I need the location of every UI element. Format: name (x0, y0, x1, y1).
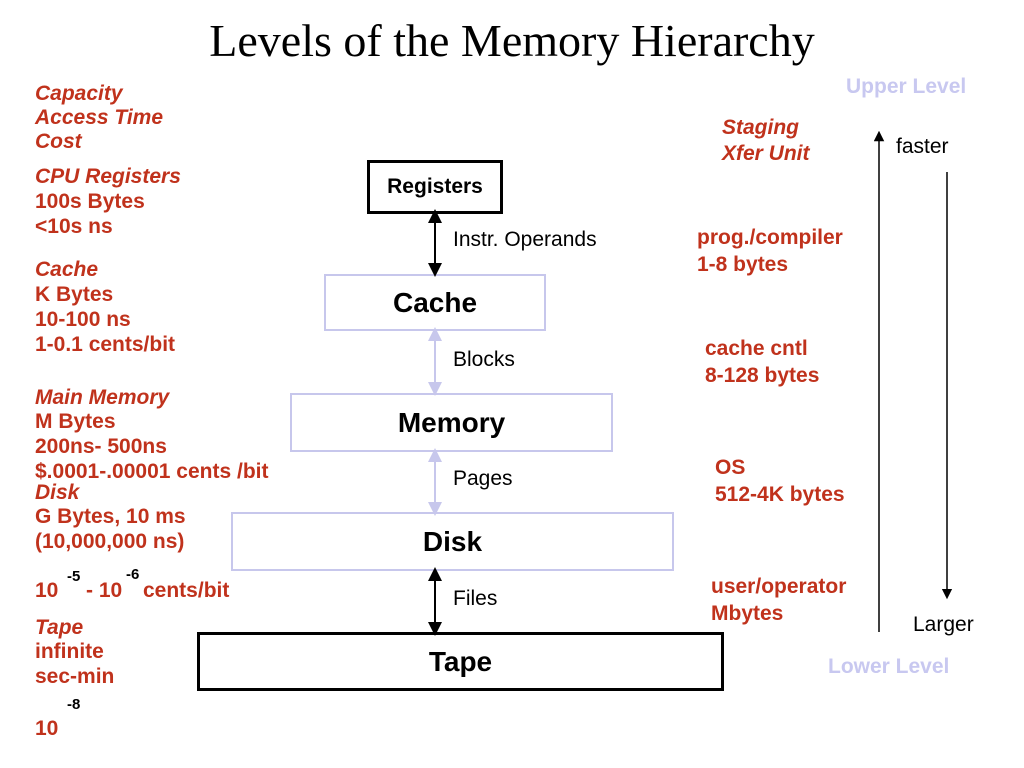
tape-access: sec-min (35, 665, 115, 688)
disk-cost-exp2: -6 (126, 566, 140, 583)
disk-cost-sep: - 10 (86, 579, 123, 602)
memory-box: Memory (290, 393, 613, 452)
blocks-label: Blocks (453, 348, 515, 371)
cache-label: Cache (392, 286, 478, 318)
cache-capacity: K Bytes (35, 283, 114, 306)
cache-cost: 1-0.1 cents/bit (35, 333, 176, 356)
faster-label: faster (896, 135, 949, 158)
tape-label: Tape (428, 645, 493, 677)
disk-cost-exp1: -5 (67, 568, 81, 585)
disk-access: (10,000,000 ns) (35, 530, 185, 553)
memory-capacity: M Bytes (35, 410, 116, 433)
cache-name: Cache (35, 258, 99, 281)
larger-label: Larger (913, 613, 974, 636)
disk-label: Disk (422, 525, 483, 557)
regs-xfer-unit: 1-8 bytes (697, 253, 789, 276)
disk-capacity: G Bytes, 10 ms (35, 505, 186, 528)
pages-label: Pages (453, 467, 513, 490)
upper-level-label: Upper Level (846, 75, 967, 98)
disk-name: Disk (35, 481, 80, 504)
disk-cost-base1: 10 (35, 579, 59, 602)
memory-cost: $.0001-.00001 cents /bit (35, 460, 269, 483)
tape-cost-base: 10 (35, 717, 59, 740)
legend-cost: Cost (35, 130, 82, 153)
cache-xfer-unit: 8-128 bytes (705, 364, 820, 387)
disk-cost-unit: cents/bit (143, 579, 230, 602)
registers-label: Registers (387, 175, 483, 198)
disk-staging: user/operator (711, 575, 847, 598)
lower-level-label: Lower Level (828, 655, 950, 678)
legend-access-time: Access Time (35, 106, 164, 129)
files-label: Files (453, 587, 498, 610)
tape-capacity: infinite (35, 640, 104, 663)
tape-cost-exp: -8 (67, 696, 81, 713)
disk-box: Disk (231, 512, 674, 571)
memory-staging: OS (715, 456, 746, 479)
memory-access: 200ns- 500ns (35, 435, 167, 458)
xfer-unit-header: Xfer Unit (722, 142, 810, 165)
memory-xfer-unit: 512-4K bytes (715, 483, 845, 506)
tape-box: Tape (197, 632, 724, 691)
registers-capacity: 100s Bytes (35, 190, 145, 213)
disk-xfer-unit: Mbytes (711, 602, 784, 625)
registers-access: <10s ns (35, 215, 113, 238)
registers-name: CPU Registers (35, 165, 181, 188)
cache-staging: cache cntl (705, 337, 808, 360)
memory-name: Main Memory (35, 386, 170, 409)
memory-label: Memory (397, 406, 506, 438)
legend-capacity: Capacity (35, 82, 123, 105)
staging-header: Staging (722, 116, 799, 139)
instr-operands-label: Instr. Operands (453, 228, 597, 251)
tape-name: Tape (35, 616, 84, 639)
regs-staging: prog./compiler (697, 226, 843, 249)
slide-title: Levels of the Memory Hierarchy (209, 15, 815, 66)
cache-access: 10-100 ns (35, 308, 131, 331)
